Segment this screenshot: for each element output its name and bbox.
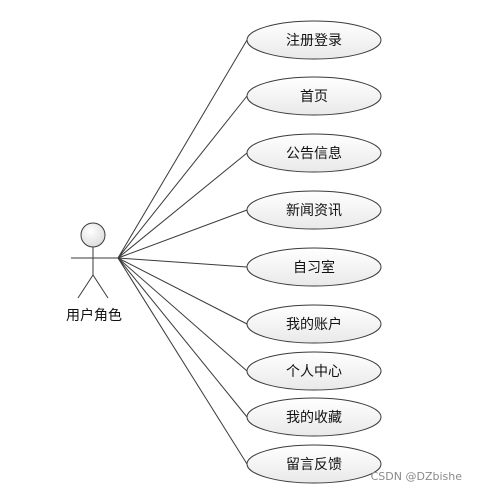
use-case: 注册登录	[246, 20, 382, 60]
actor-right-leg	[92, 274, 109, 299]
use-case-ellipse	[246, 304, 382, 344]
watermark: CSDN @DZbishe	[371, 470, 463, 483]
association-line	[117, 257, 248, 418]
use-case-ellipse	[246, 351, 382, 391]
use-case-label: 个人中心	[286, 364, 342, 380]
actor-user-role: 用户角色	[66, 222, 122, 324]
association-line	[117, 39, 248, 259]
use-case-ellipse	[246, 133, 382, 173]
use-case-label: 公告信息	[286, 145, 342, 162]
use-case-ellipse	[246, 190, 382, 230]
association-line	[117, 257, 248, 268]
association-line	[117, 95, 248, 259]
use-case: 自习室	[246, 247, 382, 287]
association-line	[117, 152, 248, 259]
use-case-label: 首页	[300, 89, 328, 105]
use-case-label: 留言反馈	[286, 457, 342, 473]
association-line	[117, 209, 248, 259]
use-case-ellipse	[246, 76, 382, 116]
use-case-ellipse	[246, 397, 382, 437]
actor-left-leg	[77, 274, 94, 299]
use-case: 我的收藏	[246, 397, 382, 437]
use-case-label: 自习室	[293, 259, 335, 276]
use-case: 首页	[246, 76, 382, 116]
use-case-ellipse	[246, 444, 382, 484]
use-case: 新闻资讯	[246, 190, 382, 230]
use-case-label: 注册登录	[286, 33, 342, 49]
association-lines	[117, 39, 248, 465]
actor-label: 用户角色	[66, 307, 122, 324]
use-case-label: 新闻资讯	[286, 203, 342, 219]
association-line	[117, 257, 248, 372]
use-case-ellipse	[246, 20, 382, 60]
use-case-label: 我的账户	[286, 316, 342, 333]
use-case: 公告信息	[246, 133, 382, 173]
use-case-ellipse	[246, 247, 382, 287]
use-case: 我的账户	[246, 304, 382, 344]
use-case: 个人中心	[246, 351, 382, 391]
use-case-label: 我的收藏	[286, 410, 342, 426]
actor-head	[80, 222, 106, 248]
association-line	[117, 257, 248, 325]
association-line	[117, 257, 248, 465]
use-case: 留言反馈	[246, 444, 382, 484]
